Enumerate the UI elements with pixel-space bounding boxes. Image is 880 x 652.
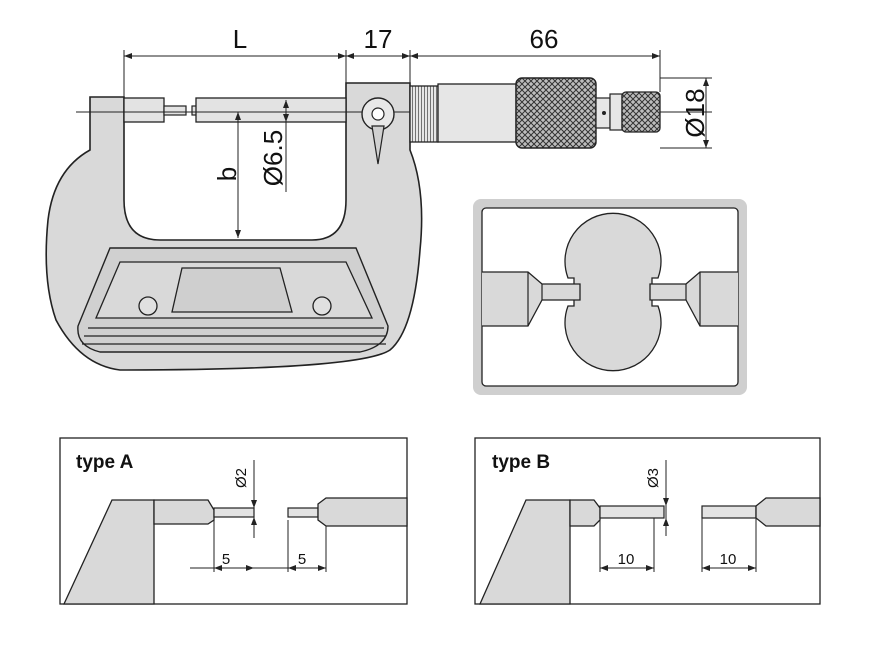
type-a-left-tip-length: 5 [222,551,230,568]
dim-diameter-label: Ø18 [680,88,710,137]
type-a-right-tip-length: 5 [298,551,306,568]
type-b-title: type B [492,452,550,473]
thimble-knurl [515,77,597,149]
type-b-left-tip-length: 10 [618,551,635,568]
dim-thimble-label: 66 [530,24,559,54]
inset-detail [473,199,747,395]
type-b-panel [474,437,821,605]
type-a-panel [59,437,408,605]
dim-sleeve-label: 17 [364,24,393,54]
type-a-tip-diameter: Ø2 [233,468,250,488]
ratchet [595,91,661,133]
dim-depth-label: b [212,167,242,181]
anvil [123,97,187,123]
type-a-title: type A [76,452,134,473]
micrometer-frame [45,82,423,371]
dim-length-label: L [233,24,247,54]
type-b-right-tip-length: 10 [720,551,737,568]
type-b-tip-diameter: Ø3 [645,468,662,488]
dimension-lines-top [123,50,712,238]
sleeve [409,83,517,143]
dim-spindle-diameter-label: Ø6.5 [258,130,288,186]
dimension-arrows [124,53,709,238]
lock-lever [361,97,395,165]
spindle [191,97,347,123]
